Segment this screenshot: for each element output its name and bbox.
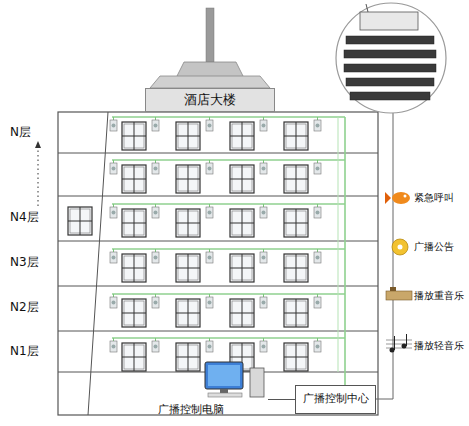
floor-line — [58, 153, 378, 154]
equipment-unit — [346, 36, 434, 44]
roof — [150, 76, 270, 88]
antenna — [206, 8, 214, 62]
staff-line — [386, 344, 412, 345]
node-text: 广播控制中心 — [303, 393, 369, 405]
floor-line — [58, 241, 378, 242]
floor-lines — [58, 153, 378, 372]
icon-shape — [386, 291, 412, 300]
heavy-music-icon — [386, 287, 412, 300]
emergency-icon — [385, 192, 410, 204]
pointer-head — [35, 141, 41, 148]
node-text: 酒店大楼 — [184, 93, 236, 107]
icon-shape — [392, 239, 408, 255]
icon-shape — [390, 287, 396, 291]
cable-riser — [344, 117, 346, 385]
window — [68, 207, 92, 235]
icon-shape — [392, 192, 410, 204]
wall-edge — [88, 112, 108, 415]
computer-node: 广播控制电脑 — [158, 358, 268, 416]
dotted-pointer — [38, 146, 39, 206]
floor-row — [110, 204, 345, 237]
function-label: 播放重音乐 — [414, 290, 464, 301]
music-note — [390, 348, 395, 353]
node-text: 广播控制电脑 — [158, 404, 224, 416]
broadcast-icon — [392, 239, 408, 255]
control-center-box: 广播控制中心 — [295, 385, 376, 414]
floor-label: N1层 — [10, 345, 39, 358]
floor-label: N3层 — [10, 256, 39, 269]
monitor-stand — [220, 389, 228, 393]
floor-label: N4层 — [10, 211, 39, 224]
icon-shape — [385, 192, 391, 204]
computer-tower — [250, 368, 264, 397]
equipment-unit — [344, 64, 436, 72]
equipment-unit — [360, 12, 418, 30]
keyboard — [208, 393, 242, 397]
floor-row — [110, 249, 345, 282]
floor-line — [58, 286, 378, 287]
computer-screen — [208, 365, 240, 386]
equipment-unit — [346, 78, 434, 86]
staff-line — [386, 340, 412, 341]
function-label: 广播公告 — [414, 241, 454, 252]
icon-shape — [398, 245, 403, 250]
floor-line — [58, 331, 378, 332]
music-note — [394, 336, 395, 350]
floor-row — [110, 117, 345, 150]
floor-line — [58, 196, 378, 197]
music-note — [402, 344, 407, 349]
equipment-antenna — [366, 4, 368, 12]
equipment-unit — [350, 92, 430, 100]
light-music-icon — [386, 334, 412, 353]
building-outline — [58, 112, 378, 415]
music-note — [406, 334, 407, 346]
floor-label: N层 — [10, 126, 31, 139]
connector-line — [268, 399, 295, 400]
floor-row — [110, 160, 345, 193]
floor-row — [110, 294, 345, 327]
equipment-unit — [344, 50, 436, 58]
callout-circle — [336, 3, 446, 113]
computer-monitor — [205, 362, 243, 389]
function-label: 紧急呼叫 — [414, 192, 454, 203]
cable-riser — [338, 117, 339, 372]
function-label: 播放轻音乐 — [414, 340, 464, 351]
staff-line — [386, 348, 412, 349]
floor-label: N2层 — [10, 301, 39, 314]
icon-shape — [404, 195, 407, 198]
title-box: 酒店大楼 — [145, 88, 275, 112]
callout-wire — [376, 113, 393, 399]
